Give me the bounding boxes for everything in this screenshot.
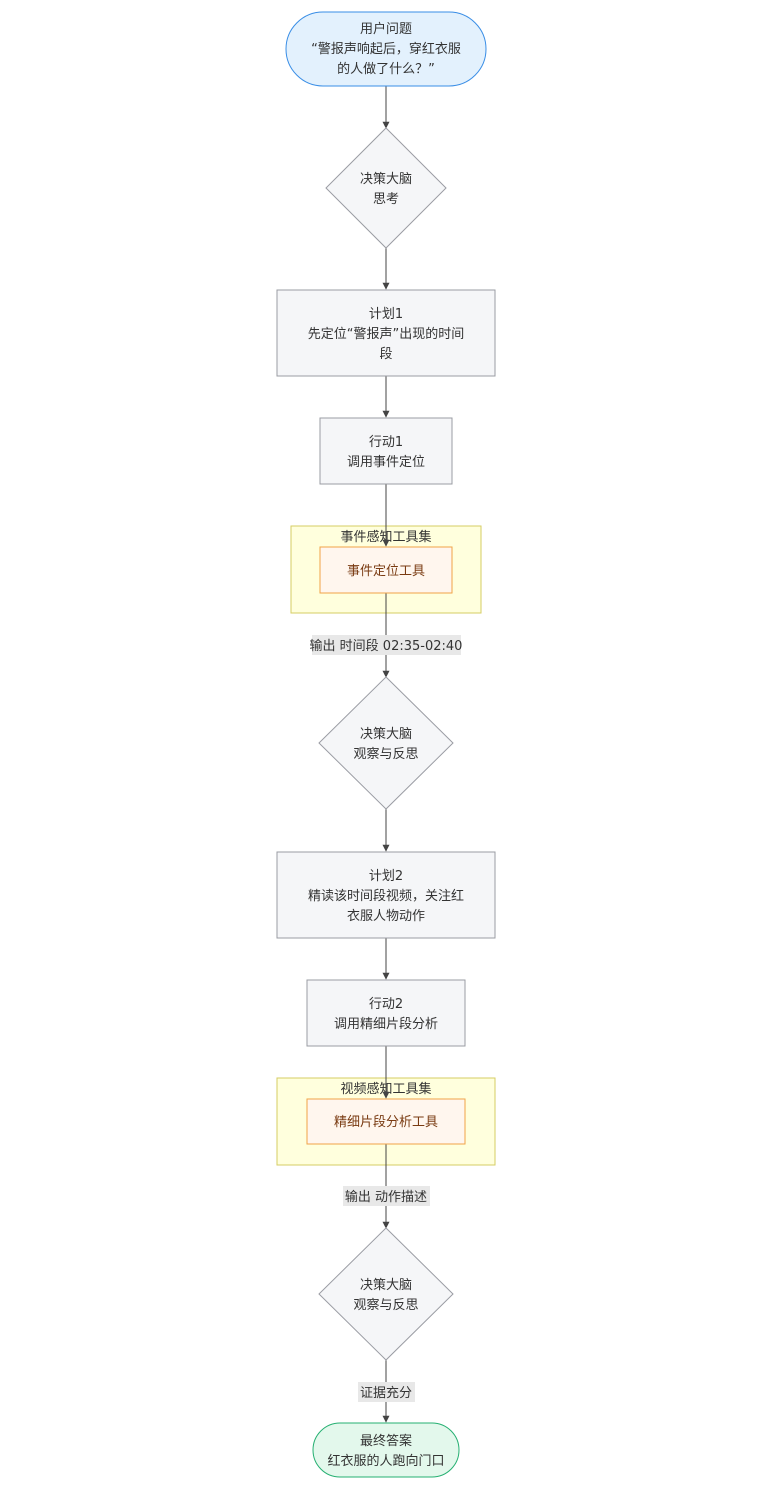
decision-brain-reflect-2-line-2: 观察与反思 [353,1298,418,1313]
plan2-node: 计划2 精读该时间段视频，关注红 衣服人物动作 [276,851,496,939]
plan1-node: 计划1 先定位“警报声”出现的时间 段 [276,289,496,377]
edge-label-output-action-text: 输出 动作描述 [345,1189,427,1205]
decision-brain-think-line-1: 决策大脑 [360,171,412,187]
plan1-line-2: 先定位“警报声”出现的时间 [308,326,464,342]
action2-line-2: 调用精细片段分析 [334,1017,438,1032]
plan1-line-1: 计划1 [369,307,403,322]
decision-brain-reflect-1-line-1: 决策大脑 [360,726,412,742]
action1-node: 行动1 调用事件定位 [319,417,453,485]
decision-brain-think-line-2: 思考 [373,192,399,207]
action2-line-1: 行动2 [369,997,403,1012]
user-question-line-2: “警报声响起后，穿红衣服 [311,41,461,57]
decision-brain-think-node: 决策大脑 思考 [325,127,447,249]
user-question-line-3: 的人做了什么？” [337,61,435,77]
plan2-line-2: 精读该时间段视频，关注红 [308,888,464,904]
fine-segment-analysis-tool-label: 精细片段分析工具 [334,1115,438,1130]
action1-line-1: 行动1 [369,435,403,450]
plan2-line-1: 计划2 [369,869,403,884]
edge-label-evidence-sufficient-text: 证据充分 [360,1385,412,1401]
user-question-line-1: 用户问题 [360,21,412,37]
edge-label-output-timespan: 输出 时间段 02:35-02:40 [310,635,463,655]
decision-brain-reflect-1-line-2: 观察与反思 [353,747,418,762]
plan1-line-3: 段 [379,347,392,362]
plan2-line-3: 衣服人物动作 [347,908,425,924]
decision-brain-reflect-node-1: 决策大脑 观察与反思 [318,676,454,810]
action2-node: 行动2 调用精细片段分析 [306,979,466,1047]
event-localization-tool-label: 事件定位工具 [347,564,425,579]
action1-line-2: 调用事件定位 [347,455,425,470]
edge-label-output-timespan-text: 输出 时间段 02:35-02:40 [310,638,463,654]
edge-label-output-action: 输出 动作描述 [343,1186,430,1206]
user-question-node: 用户问题 “警报声响起后，穿红衣服 的人做了什么？” [285,11,487,87]
final-answer-node: 最终答案 红衣服的人跑向门口 [312,1422,460,1478]
edge-label-evidence-sufficient: 证据充分 [358,1382,415,1402]
fine-segment-analysis-tool-node: 精细片段分析工具 [306,1098,466,1145]
decision-brain-reflect-2-line-1: 决策大脑 [360,1277,412,1293]
final-answer-line-1: 最终答案 [360,1433,412,1449]
event-localization-tool-node: 事件定位工具 [319,546,453,594]
decision-brain-reflect-node-2: 决策大脑 观察与反思 [318,1227,454,1361]
final-answer-line-2: 红衣服的人跑向门口 [327,1453,444,1469]
